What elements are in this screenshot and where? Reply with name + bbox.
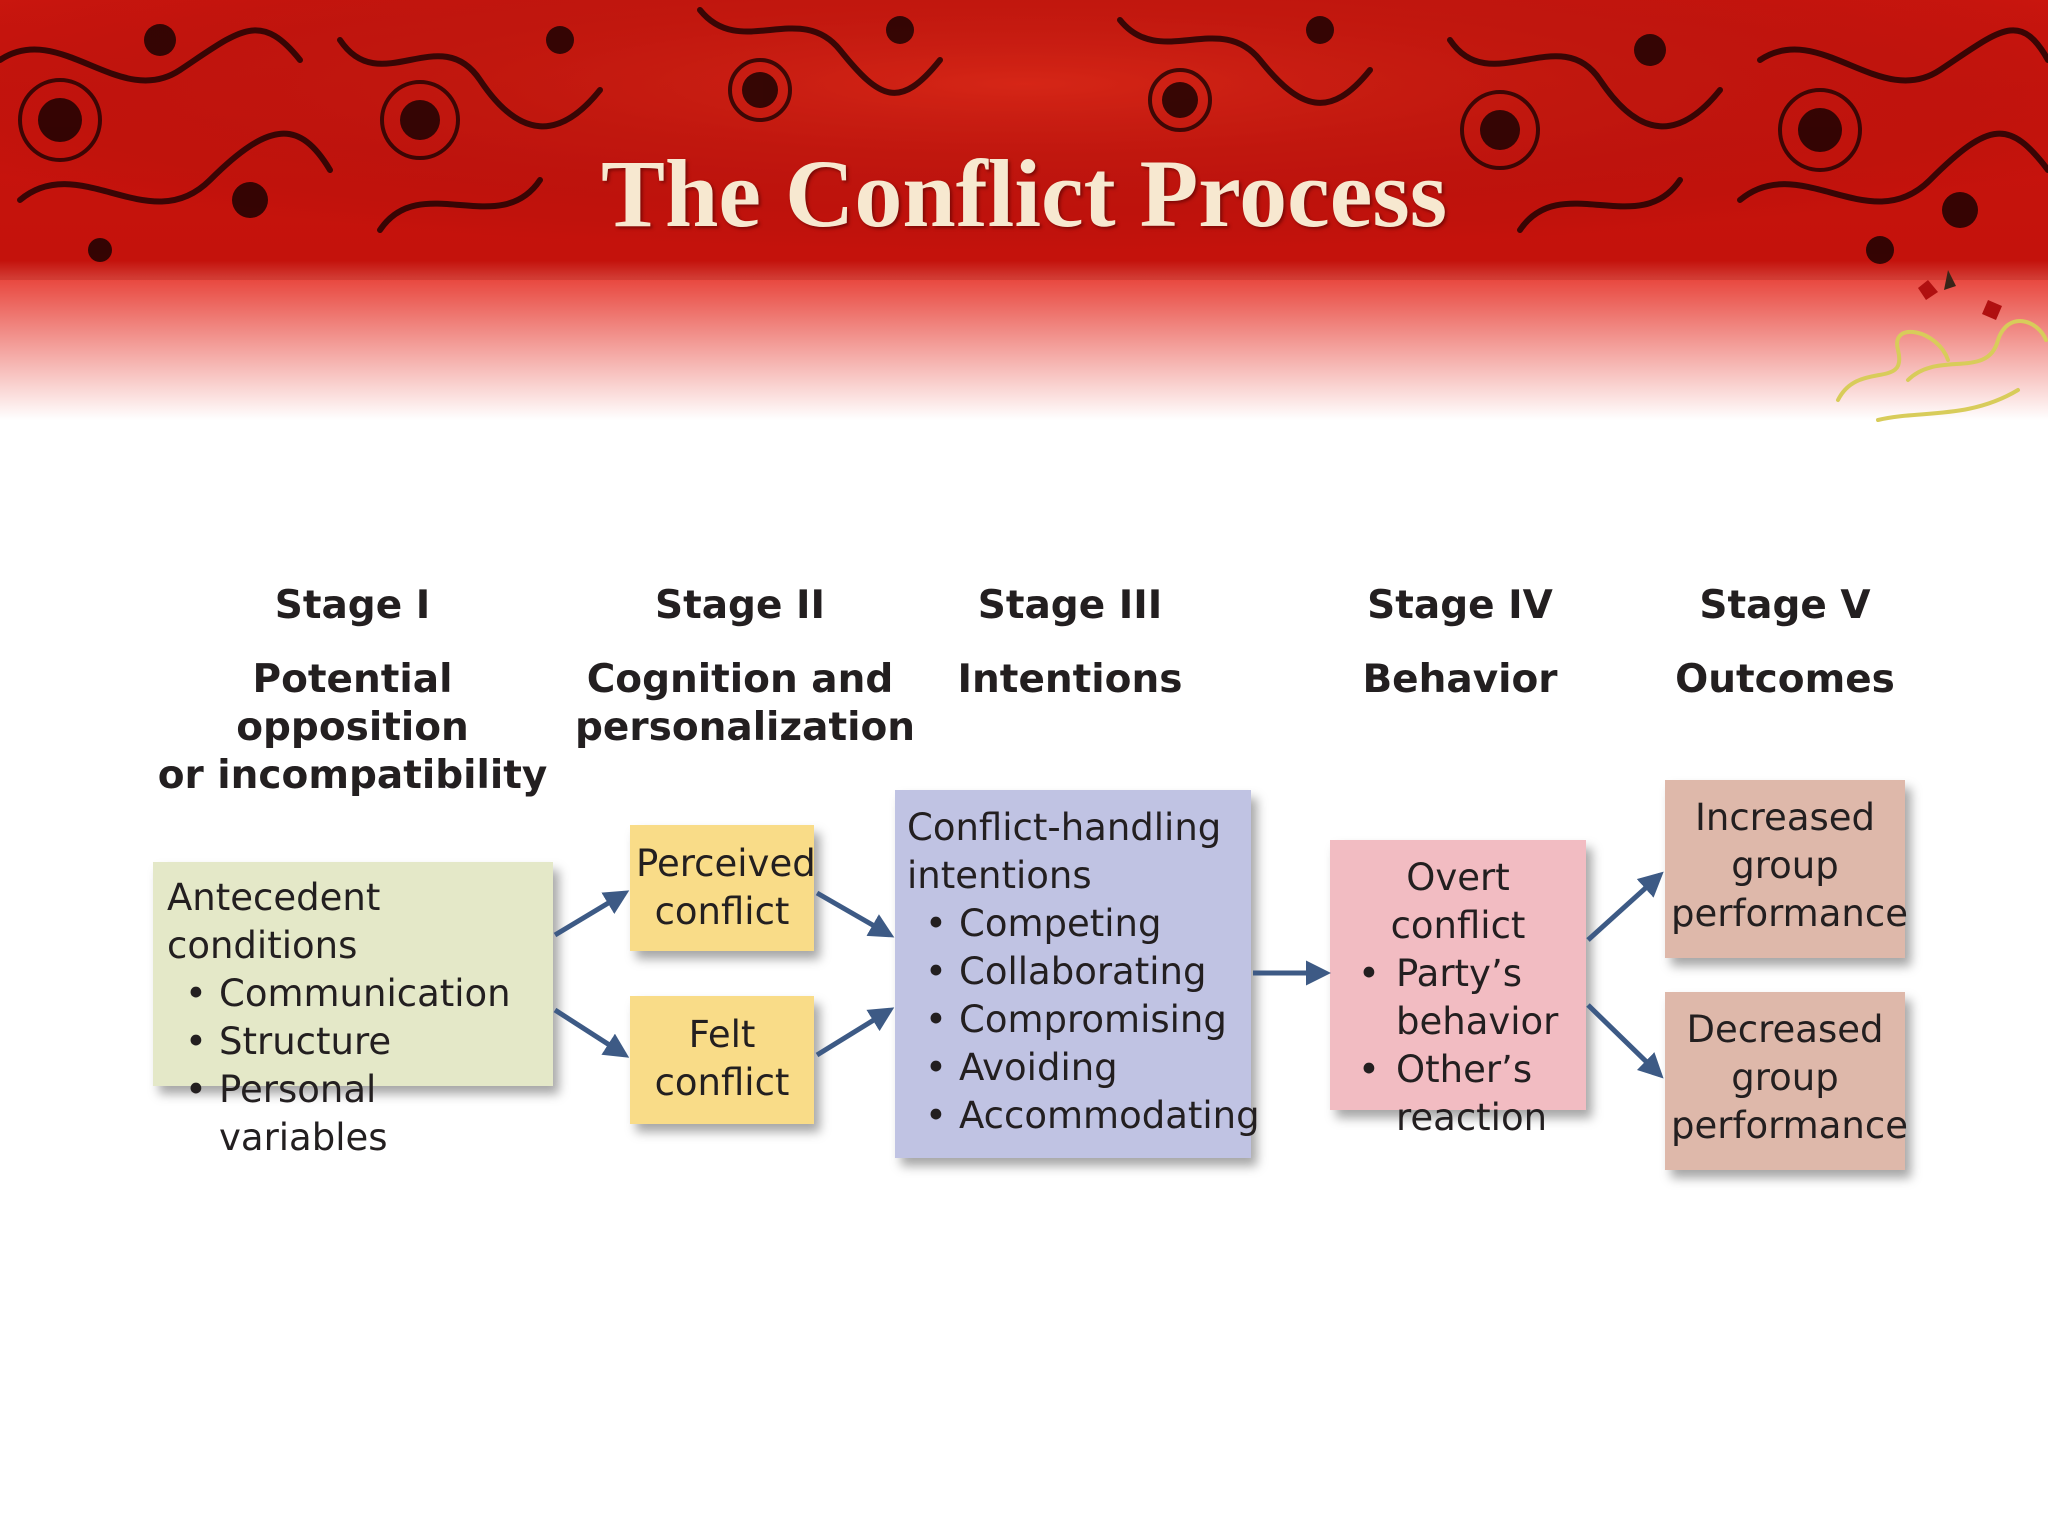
- felt-conflict-box: Felt conflict: [630, 996, 814, 1124]
- box-line: Perceived: [636, 842, 816, 885]
- arrow-to-increased-icon: [1586, 871, 1664, 942]
- stage-number: Stage III: [977, 583, 1163, 628]
- box-line: Felt: [688, 1013, 756, 1056]
- stage-number: Stage I: [274, 583, 431, 628]
- box-line: Decreased: [1686, 1008, 1884, 1051]
- stage-name-line1: Behavior: [1362, 657, 1558, 702]
- list-item: Other’s reaction: [1340, 1046, 1576, 1142]
- box-heading: Overt conflict: [1390, 856, 1526, 947]
- arrow-felt-to-intentions-icon: [815, 1007, 895, 1058]
- box-line: group: [1731, 1056, 1839, 1099]
- perceived-conflict-box: Perceived conflict: [630, 825, 816, 951]
- box-line: Increased: [1694, 796, 1876, 839]
- list-item: Personal variables: [167, 1066, 539, 1162]
- antecedent-conditions-box: Antecedent conditions Communication Stru…: [153, 862, 553, 1159]
- stage-header-1: Stage I Potential opposition or incompat…: [140, 582, 565, 800]
- stage-header-5: Stage V Outcomes: [1635, 582, 1935, 704]
- box-heading: Antecedent conditions: [167, 876, 381, 967]
- box-line: performance: [1671, 892, 1908, 935]
- stage-header-2: Stage II Cognition and personalization: [575, 582, 916, 752]
- list-item: Structure: [167, 1018, 539, 1066]
- list-item: Competing: [907, 900, 1239, 948]
- stage-name-line2: or incompatibility: [157, 753, 548, 798]
- stage-number: Stage II: [654, 583, 825, 628]
- arrow-to-felt-icon: [553, 1007, 630, 1058]
- decreased-performance-box: Decreased group performance: [1665, 992, 1908, 1170]
- stage-name-line2: personalization: [575, 705, 916, 750]
- stage-number: Stage V: [1699, 583, 1871, 628]
- slide-title: The Conflict Process: [600, 140, 1448, 247]
- conflict-handling-intentions-box: Conflict-handling intentions Competing C…: [895, 790, 1260, 1158]
- arrow-to-perceived-icon: [553, 890, 630, 938]
- increased-performance-box: Increased group performance: [1665, 780, 1908, 958]
- list-item: Communication: [167, 970, 539, 1018]
- list-item: Party’s behavior: [1340, 950, 1576, 1046]
- list-item: Accommodating: [907, 1092, 1260, 1140]
- stage-name-line1: Cognition and: [586, 657, 894, 702]
- arrow-perceived-to-intentions-icon: [815, 890, 895, 938]
- intentions-list: Competing Collaborating Compromising Avo…: [907, 900, 1260, 1140]
- antecedent-list: Communication Structure Personal variabl…: [167, 970, 539, 1162]
- corner-ornament-icon: [1836, 270, 2048, 422]
- stage-name-line1: Potential opposition: [236, 657, 469, 750]
- box-line: performance: [1671, 1104, 1908, 1147]
- box-line: conflict: [654, 890, 790, 933]
- list-item: Compromising: [907, 996, 1239, 1044]
- overt-list: Party’s behavior Other’s reaction: [1340, 950, 1576, 1142]
- arrow-to-decreased-icon: [1586, 1003, 1664, 1079]
- overt-conflict-box: Overt conflict Party’s behavior Other’s …: [1330, 840, 1586, 1139]
- list-item: Avoiding: [907, 1044, 1239, 1092]
- stage-number: Stage IV: [1367, 583, 1553, 628]
- stage-name-line1: Outcomes: [1675, 657, 1895, 702]
- banner-floral-background: [0, 0, 2048, 420]
- box-line: intentions: [907, 854, 1092, 897]
- stage-header-4: Stage IV Behavior: [1310, 582, 1610, 704]
- box-line: group: [1731, 844, 1839, 887]
- list-item: Collaborating: [907, 948, 1239, 996]
- stage-name-line1: Intentions: [957, 657, 1183, 702]
- slide-banner: [0, 0, 2048, 420]
- stage-header-3: Stage III Intentions: [920, 582, 1220, 704]
- box-line: Conflict-handling: [907, 806, 1222, 849]
- box-line: conflict: [654, 1061, 790, 1104]
